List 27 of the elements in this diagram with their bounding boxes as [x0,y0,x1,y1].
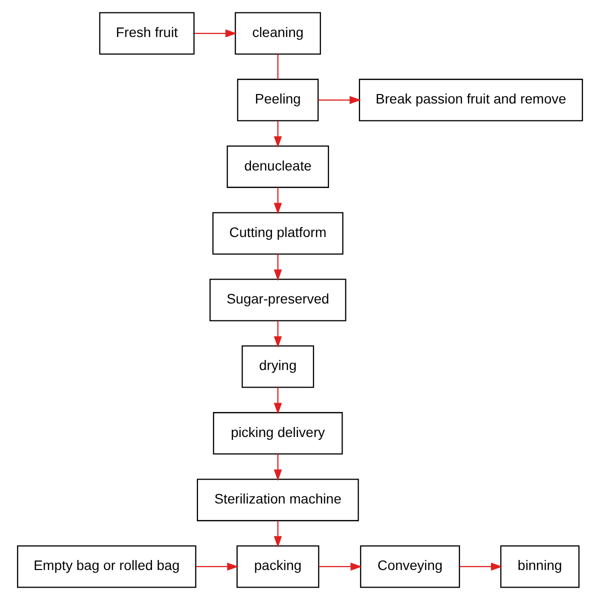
arrow [274,454,282,481]
connector [277,54,278,80]
node-box: Peeling [237,78,319,122]
arrow [274,188,282,214]
node-box: Fresh fruit [99,12,195,55]
node-box: Sterilization machine [196,478,359,522]
node-box: Cutting platform [212,212,344,255]
arrow [318,96,362,104]
node-box: drying [242,345,314,388]
arrow [274,520,282,548]
arrow [319,562,362,571]
node-box: Break passion fruit and remove [358,78,583,122]
arrow [196,562,239,571]
arrow [274,254,282,282]
node-box: denucleate [226,145,330,188]
arrow [194,29,237,38]
arrow [274,320,282,348]
node-box: Empty bag or rolled bag [17,545,196,588]
node-box: binning [500,545,580,588]
arrow [274,120,282,148]
node-box: packing [236,545,320,588]
node-box: picking delivery [212,412,343,455]
arrow [460,562,502,571]
node-box: cleaning [234,12,321,55]
node-box: Sugar-preserved [210,278,346,322]
arrow [274,387,282,414]
node-box: Conveying [360,545,460,588]
